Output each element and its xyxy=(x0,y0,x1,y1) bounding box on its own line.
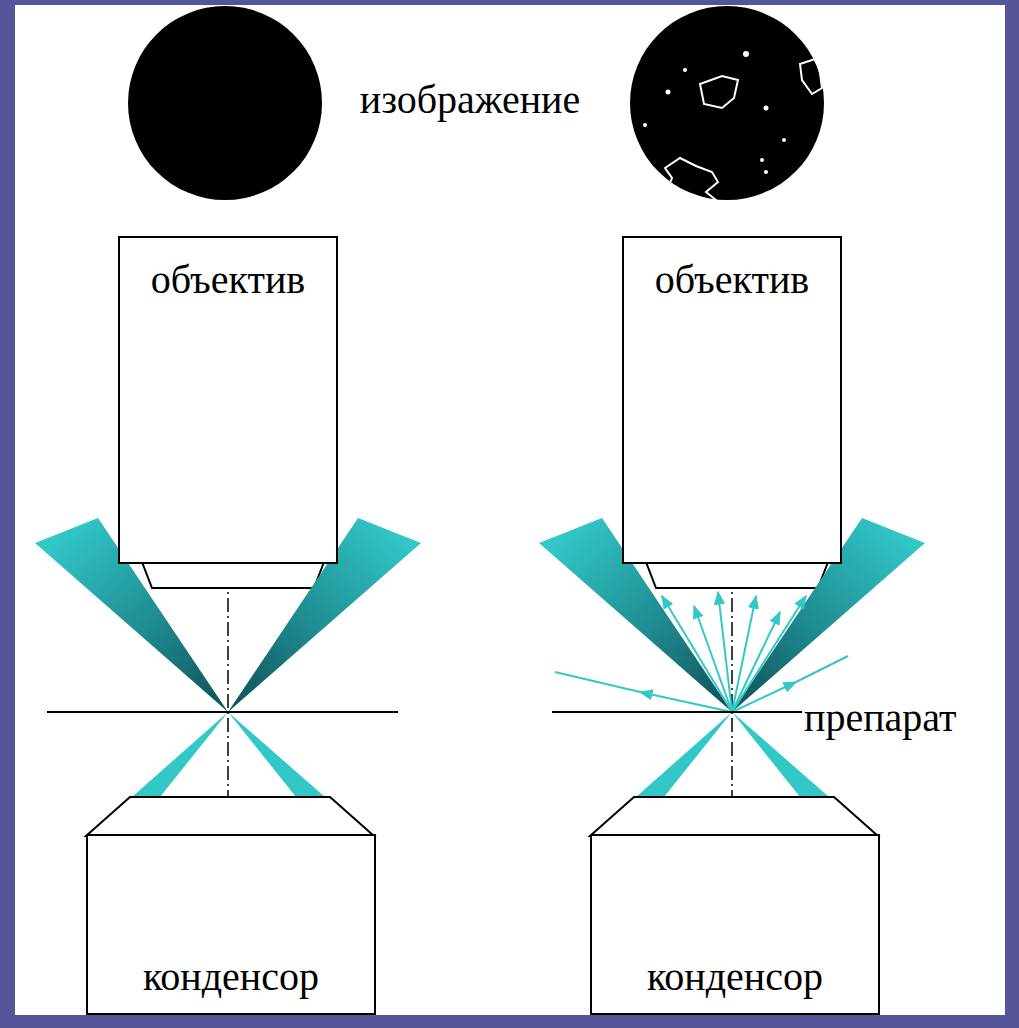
scattered-rays xyxy=(555,592,848,712)
condenser-box: конденсор xyxy=(590,834,880,1015)
node-label: конденсор xyxy=(647,955,823,999)
node-label: объектив xyxy=(655,258,809,302)
condenser-box: конденсор xyxy=(86,834,376,1015)
particle-outlines xyxy=(665,58,822,202)
dark-field-image xyxy=(630,6,824,200)
specimen-label: препарат xyxy=(802,696,959,740)
node-label: объектив xyxy=(151,258,305,302)
objective-box: объектив xyxy=(622,236,842,564)
dark-field-image xyxy=(128,6,322,200)
condenser-lens xyxy=(590,797,878,836)
image-label: изображение xyxy=(358,78,583,122)
objective-lens xyxy=(142,562,324,588)
node-label: конденсор xyxy=(143,955,319,999)
objective-lens xyxy=(646,562,828,588)
particle-dots xyxy=(643,51,786,174)
objective-box: объектив xyxy=(118,236,338,564)
specimen-plane xyxy=(47,711,398,713)
slide-panel xyxy=(15,5,1005,1015)
condenser-lens xyxy=(86,797,374,836)
